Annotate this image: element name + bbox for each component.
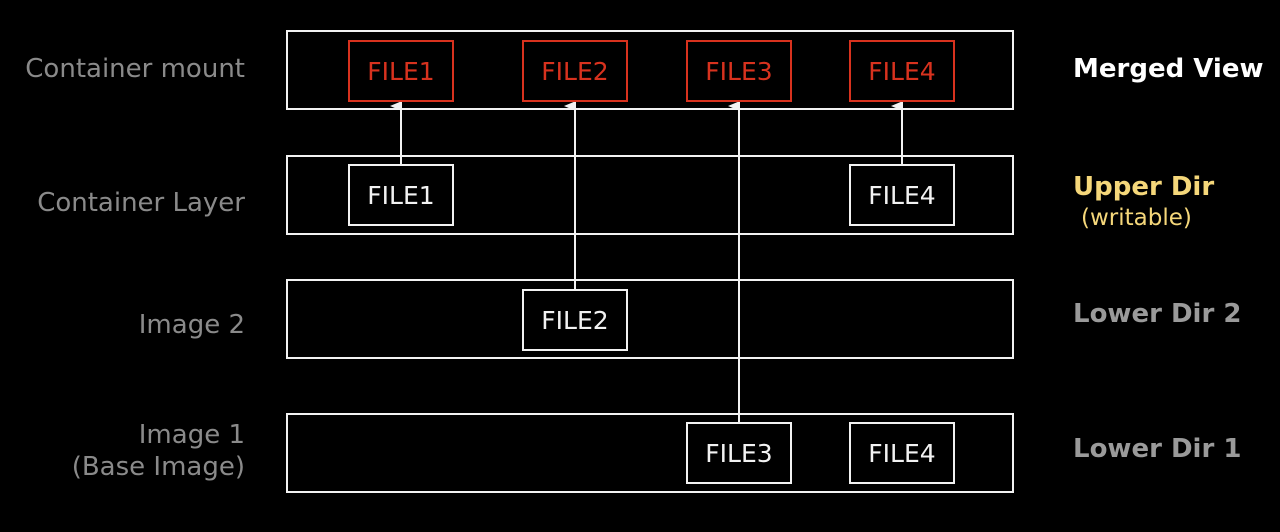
layer-box-lower2 (286, 279, 1014, 359)
merged-file4: FILE4 (849, 40, 955, 102)
left-label-container-layer: Container Layer (37, 188, 245, 218)
right-label-upper-dir: Upper Dir (1073, 172, 1215, 202)
upper-file4: FILE4 (849, 164, 955, 226)
merged-file1: FILE1 (348, 40, 454, 102)
merged-file2: FILE2 (522, 40, 628, 102)
layer-box-merged (286, 30, 1014, 110)
left-label-image-1: Image 1 (138, 420, 245, 450)
right-label-writable: (writable) (1081, 205, 1192, 231)
right-label-lower-dir-2: Lower Dir 2 (1073, 299, 1242, 329)
merged-file3: FILE3 (686, 40, 792, 102)
right-label-merged-view: Merged View (1073, 54, 1264, 84)
left-label-base-image: (Base Image) (71, 452, 245, 482)
upper-file1: FILE1 (348, 164, 454, 226)
left-label-image-2: Image 2 (138, 310, 245, 340)
lower1-file4: FILE4 (849, 422, 955, 484)
right-label-lower-dir-1: Lower Dir 1 (1073, 434, 1242, 464)
left-label-container-mount: Container mount (25, 54, 245, 84)
layer-box-lower1 (286, 413, 1014, 493)
lower1-file3: FILE3 (686, 422, 792, 484)
layer-box-upper (286, 155, 1014, 235)
lower2-file2: FILE2 (522, 289, 628, 351)
